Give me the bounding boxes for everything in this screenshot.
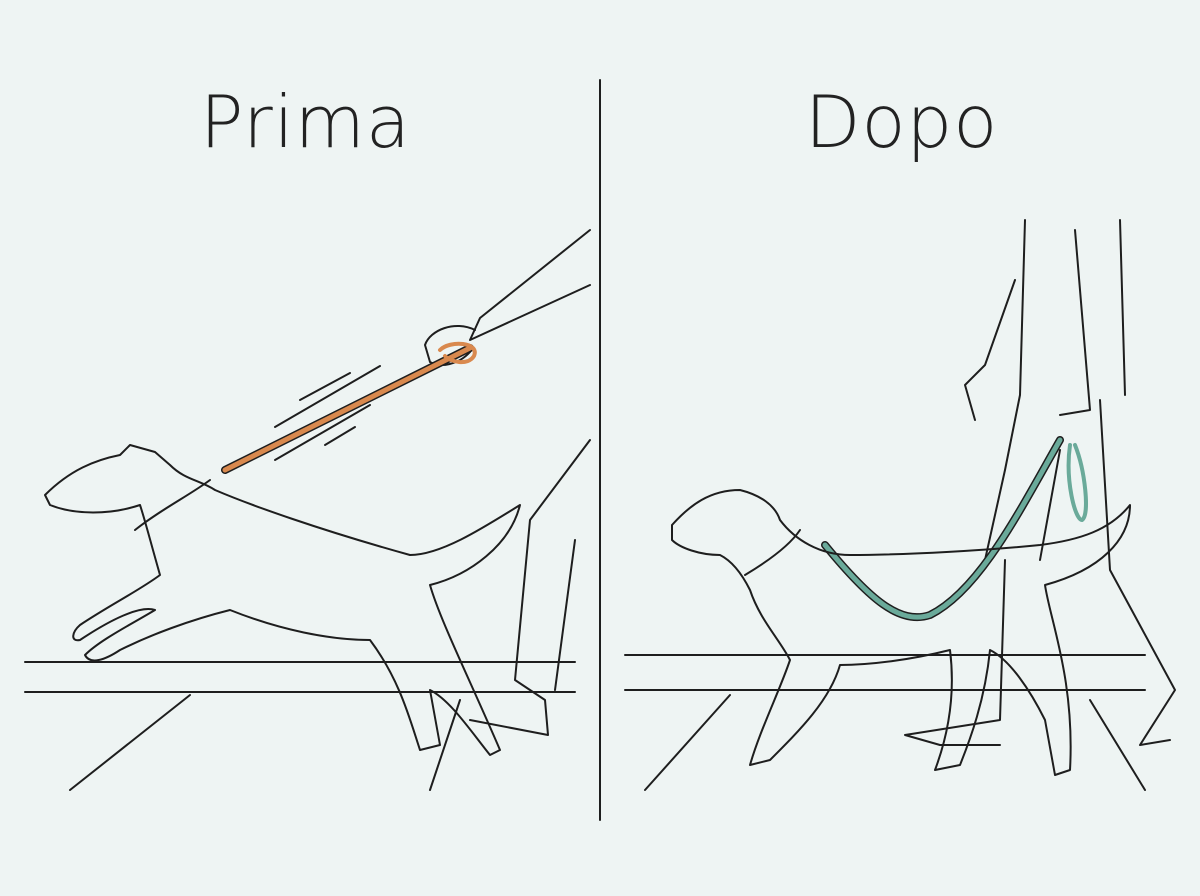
after-scene [624, 219, 1176, 791]
leash-loose [821, 436, 1088, 622]
panel-title-after: Dopo [805, 80, 999, 164]
before-scene [24, 229, 591, 791]
leash-taut [221, 341, 477, 474]
panel-title-before: Prima [200, 80, 412, 164]
